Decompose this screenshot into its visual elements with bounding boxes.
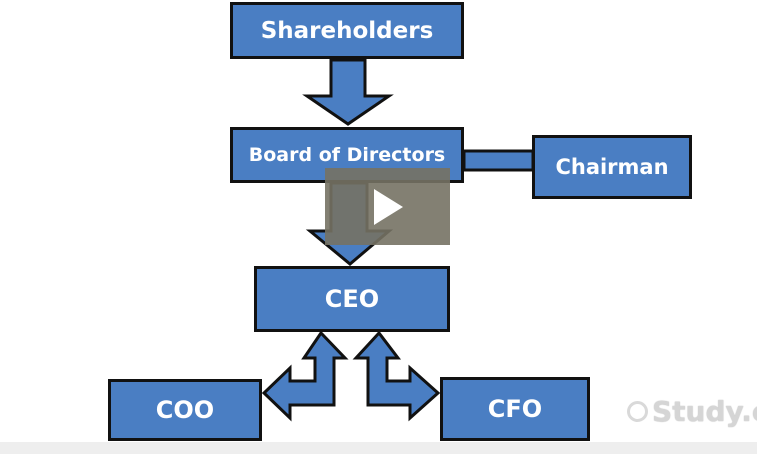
chairman-box: Chairman xyxy=(532,135,692,199)
coo-box: COO xyxy=(108,379,262,441)
arrow-ceo-coo xyxy=(261,330,349,422)
study-watermark: Study.c xyxy=(627,391,757,431)
arrow-shareholders-to-board xyxy=(302,58,394,126)
player-bottom-bar xyxy=(0,442,757,454)
shareholders-box: Shareholders xyxy=(230,2,464,59)
study-logo-icon xyxy=(627,400,648,422)
connector-board-to-chairman xyxy=(462,149,535,172)
arrow-ceo-cfo xyxy=(352,330,441,422)
ceo-box: CEO xyxy=(254,266,450,332)
cfo-box: CFO xyxy=(440,377,590,441)
play-icon xyxy=(374,189,403,225)
play-button[interactable] xyxy=(325,168,450,245)
watermark-text: Study.c xyxy=(652,394,757,428)
